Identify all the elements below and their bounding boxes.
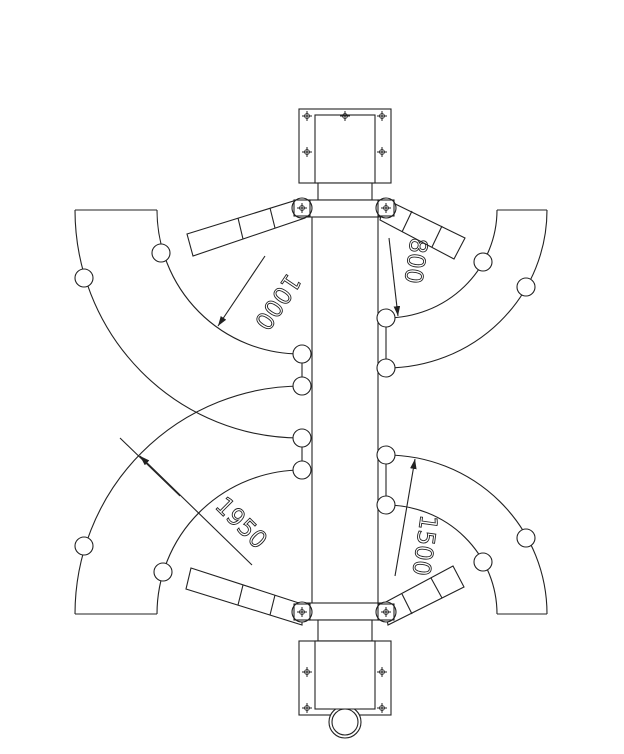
svg-text:800: 800 [399,236,433,285]
adapter-bottom-right [385,454,548,615]
adapter-top-left [74,209,301,439]
dimension-top-left: 1000 [217,255,307,335]
pad-connectors [292,308,396,515]
arm-top-right [375,197,466,260]
svg-text:1000: 1000 [249,269,306,335]
arm-bottom-left [185,567,313,626]
adapter-bottom-left [74,385,303,615]
dimension-bottom-left: 1950 [119,437,273,566]
lift-column [311,217,379,603]
svg-text:1950: 1950 [210,491,273,554]
adapter-top-right [385,209,548,369]
arm-top-left [186,197,313,257]
arm-bottom-right [375,565,465,626]
dimension-bottom-right: 1500 [394,458,443,578]
bottom-post [298,602,393,739]
svg-text:1500: 1500 [407,513,443,577]
top-post [298,108,393,218]
dimension-top-right: 800 [388,236,433,317]
